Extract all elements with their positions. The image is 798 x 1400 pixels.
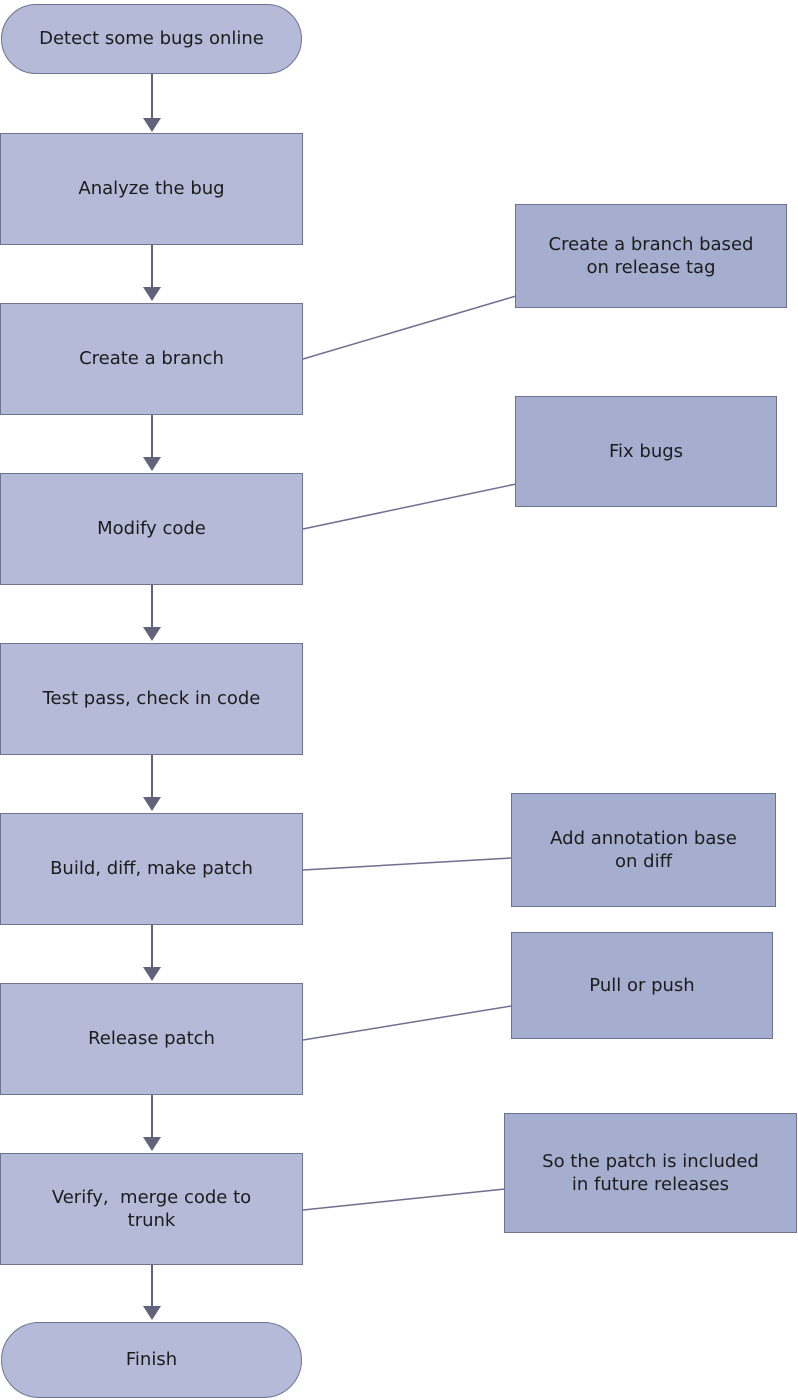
annotation-connector-line <box>302 1005 512 1041</box>
annotation-connector-line <box>302 1188 506 1211</box>
annotation-label: Create a branch based on release tag <box>548 233 760 278</box>
node-build-diff-patch: Build, diff, make patch <box>0 813 303 925</box>
annotation-future-release: So the patch is included in future relea… <box>504 1113 797 1233</box>
node-label: Modify code <box>97 518 206 540</box>
annotation-label: Fix bugs <box>608 440 684 462</box>
node-analyze-bug: Analyze the bug <box>0 133 303 245</box>
flow-arrow <box>143 585 161 641</box>
node-test-pass: Test pass, check in code <box>0 643 303 755</box>
node-label: Build, diff, make patch <box>50 858 253 880</box>
node-label: Release patch <box>88 1028 215 1050</box>
node-label: Detect some bugs online <box>39 28 264 50</box>
node-finish: Finish <box>1 1322 302 1398</box>
node-release-patch: Release patch <box>0 983 303 1095</box>
node-label: Analyze the bug <box>78 178 225 200</box>
node-label: Test pass, check in code <box>42 688 261 710</box>
flow-arrow <box>143 415 161 471</box>
node-verify-merge: Verify, merge code to trunk <box>0 1153 303 1265</box>
node-label: Verify, merge code to trunk <box>51 1186 257 1231</box>
annotation-branch-note: Create a branch based on release tag <box>515 204 787 308</box>
node-start: Detect some bugs online <box>1 4 302 74</box>
node-modify-code: Modify code <box>0 473 303 585</box>
flow-arrow <box>143 755 161 811</box>
flow-arrow <box>143 1095 161 1151</box>
flow-arrow <box>143 74 161 132</box>
annotation-connector-line <box>302 857 512 871</box>
annotation-pull-push: Pull or push <box>511 932 773 1039</box>
node-create-branch: Create a branch <box>0 303 303 415</box>
annotation-connector-line <box>302 483 517 530</box>
flow-arrow <box>143 245 161 301</box>
flow-arrow <box>143 1265 161 1320</box>
flow-arrow <box>143 925 161 981</box>
annotation-label: Add annotation base on diff <box>550 827 743 872</box>
node-label: Finish <box>125 1349 178 1371</box>
node-label: Create a branch <box>79 348 224 370</box>
annotation-label: Pull or push <box>589 974 695 996</box>
annotation-fix-bugs: Fix bugs <box>515 396 777 507</box>
annotation-add-annotation: Add annotation base on diff <box>511 793 776 907</box>
annotation-connector-line <box>302 295 517 360</box>
annotation-label: So the patch is included in future relea… <box>542 1150 765 1195</box>
